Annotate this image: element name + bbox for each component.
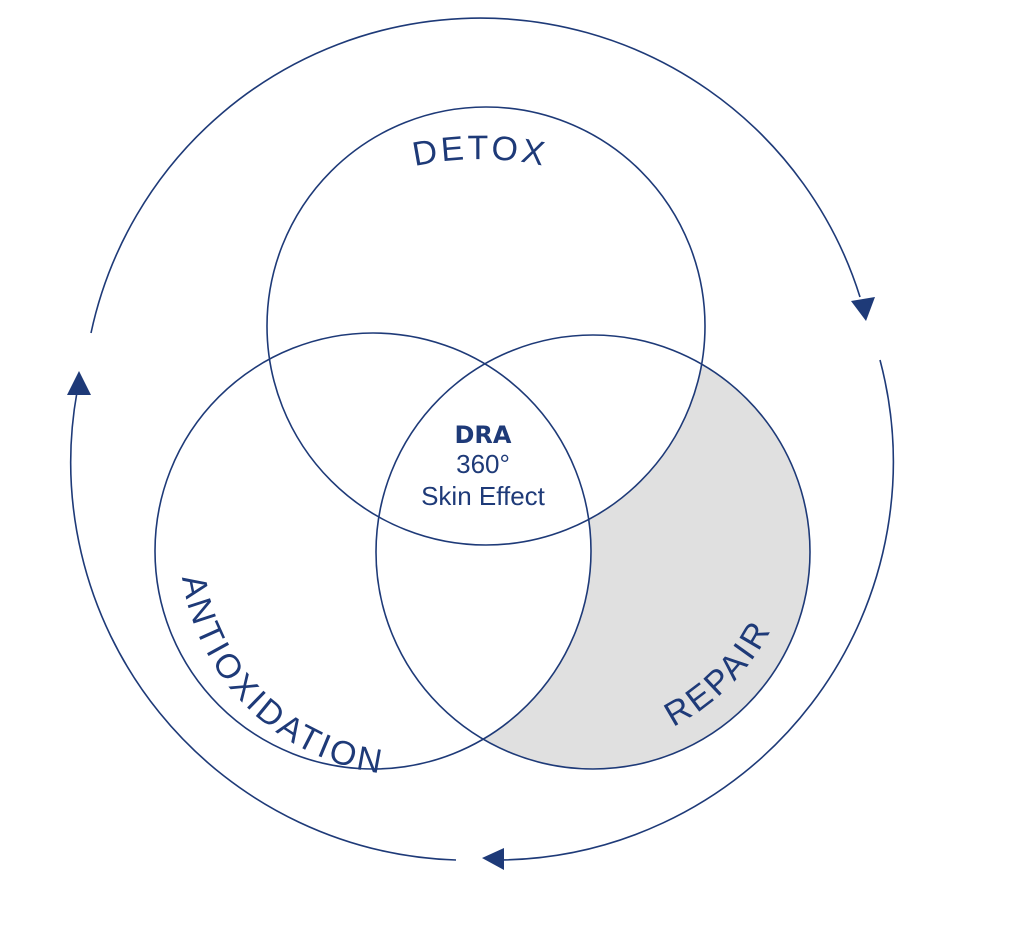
arrow-right-icon: [851, 297, 875, 321]
antioxidation-circle: [154, 332, 592, 770]
cycle-arc-left: [69, 391, 457, 861]
repair-circle: [375, 334, 811, 770]
detox-circle: [266, 106, 706, 546]
center-line-1: 360°: [456, 449, 510, 479]
cycle-arc-right: [496, 359, 895, 861]
center-title: DRA: [455, 421, 512, 449]
cycle-arc-top: [90, 17, 861, 334]
arrow-left-icon: [67, 371, 91, 395]
center-line-2: Skin Effect: [421, 481, 546, 511]
antioxidation-label: ANTIOXIDATION: [174, 572, 388, 782]
arrow-bottom-icon: [482, 848, 504, 870]
detox-label: DETOX: [409, 129, 550, 174]
